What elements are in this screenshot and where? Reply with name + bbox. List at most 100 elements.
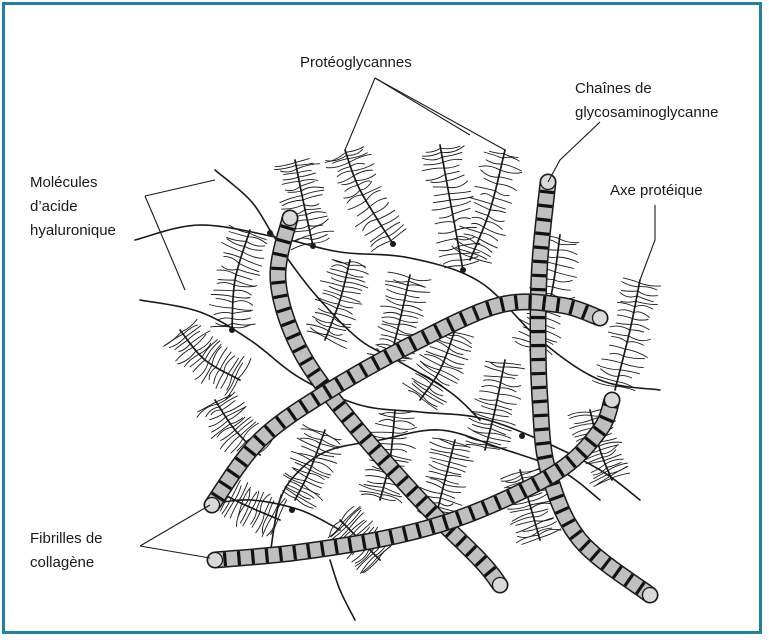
gag-chain [223, 256, 239, 263]
gag-chain [460, 253, 480, 254]
gag-chain [429, 471, 446, 476]
gag-chain [379, 546, 391, 559]
gag-chain [597, 476, 611, 485]
gag-chain [348, 269, 369, 274]
gag-chain [351, 520, 365, 531]
gag-chain [439, 503, 453, 506]
gag-chain [608, 332, 629, 336]
gag-chain [214, 290, 234, 291]
gag-chain [499, 177, 513, 180]
gag-chain [479, 239, 498, 248]
gag-chain [227, 376, 232, 391]
attachment-dot [267, 230, 273, 236]
gag-chain [593, 468, 607, 476]
gag-chain [439, 254, 460, 257]
fibril-band [537, 219, 551, 221]
gag-chain [361, 494, 381, 498]
gag-chain [283, 173, 297, 175]
gag-chain [448, 467, 465, 473]
gag-chain [301, 446, 316, 453]
gag-chain [554, 280, 573, 282]
gag-chain [359, 484, 383, 491]
gag-chain [346, 147, 364, 153]
label-gag-chains-line1: Chaînes de [575, 78, 652, 100]
gag-chain [450, 197, 474, 201]
gag-chain [222, 242, 243, 252]
gag-chain [439, 246, 459, 250]
gag-chain [451, 201, 471, 207]
label-collagen-line1: Fibrilles de [30, 528, 103, 550]
gag-chain [382, 321, 399, 325]
gag-chain [347, 195, 363, 203]
gag-chain [406, 295, 420, 298]
fibril-band [252, 550, 253, 564]
gag-chain [214, 312, 233, 314]
proteoglycan [209, 225, 267, 330]
fibril-band [535, 233, 549, 234]
proteoglycan [422, 145, 481, 270]
gag-chain [484, 376, 502, 377]
gag-chain [452, 453, 470, 458]
gag-chain [600, 445, 619, 450]
gag-chain [621, 282, 638, 287]
fibril-band [224, 552, 225, 566]
gag-chain [292, 467, 309, 473]
gag-chain [445, 480, 459, 484]
gag-chain [312, 238, 329, 243]
attachment-dot [289, 507, 295, 513]
fibril-band [536, 443, 550, 445]
gag-chain [451, 458, 474, 462]
gag-chain [422, 168, 445, 171]
gag-chain [544, 318, 560, 325]
fibril-end [205, 498, 220, 513]
gag-chain [380, 339, 395, 343]
gag-chain [629, 336, 651, 341]
gag-chain [296, 158, 310, 162]
gag-chain [311, 231, 334, 235]
gag-chain [367, 481, 385, 484]
gag-chain [470, 198, 492, 205]
gag-chain [379, 419, 394, 422]
gag-chain [532, 509, 548, 513]
gag-chain [449, 191, 471, 193]
gag-chain [610, 326, 631, 330]
gag-chain [472, 217, 486, 221]
gag-chain [305, 208, 321, 209]
fibril-band [543, 296, 545, 310]
gag-chain [232, 323, 255, 325]
fibril-band [538, 205, 552, 207]
gag-chain [297, 438, 319, 448]
gag-chain [500, 388, 517, 392]
gag-chain [475, 186, 496, 191]
gag-chain [274, 165, 296, 169]
gag-chain [483, 380, 500, 383]
gag-chain [307, 216, 327, 220]
gag-chain [338, 176, 354, 183]
gag-chain [501, 383, 521, 387]
gag-chain [432, 438, 454, 442]
gag-chain [329, 331, 343, 335]
gag-chain [393, 431, 408, 433]
gag-chain [337, 171, 352, 177]
gag-chain [516, 525, 536, 533]
gag-chain [365, 476, 386, 479]
fibril-band [557, 298, 559, 312]
gag-chain [502, 377, 515, 379]
gag-chain [188, 331, 200, 340]
gag-chain [422, 157, 442, 160]
gag-chain [399, 324, 417, 328]
gag-chain [256, 513, 265, 533]
gag-chain [473, 431, 488, 438]
gag-chain [489, 151, 504, 153]
gag-chain [313, 462, 333, 473]
gag-chain [339, 304, 354, 308]
label-gag-chains-line2: glycosaminoglycanne [575, 102, 718, 124]
gag-chain [450, 462, 467, 467]
gag-chain [401, 315, 418, 318]
gag-chain [475, 211, 488, 216]
gag-chain [312, 316, 332, 323]
gag-chain [355, 551, 371, 566]
gag-chain [288, 191, 302, 192]
gag-chain [485, 361, 504, 363]
gag-chain [609, 345, 625, 349]
